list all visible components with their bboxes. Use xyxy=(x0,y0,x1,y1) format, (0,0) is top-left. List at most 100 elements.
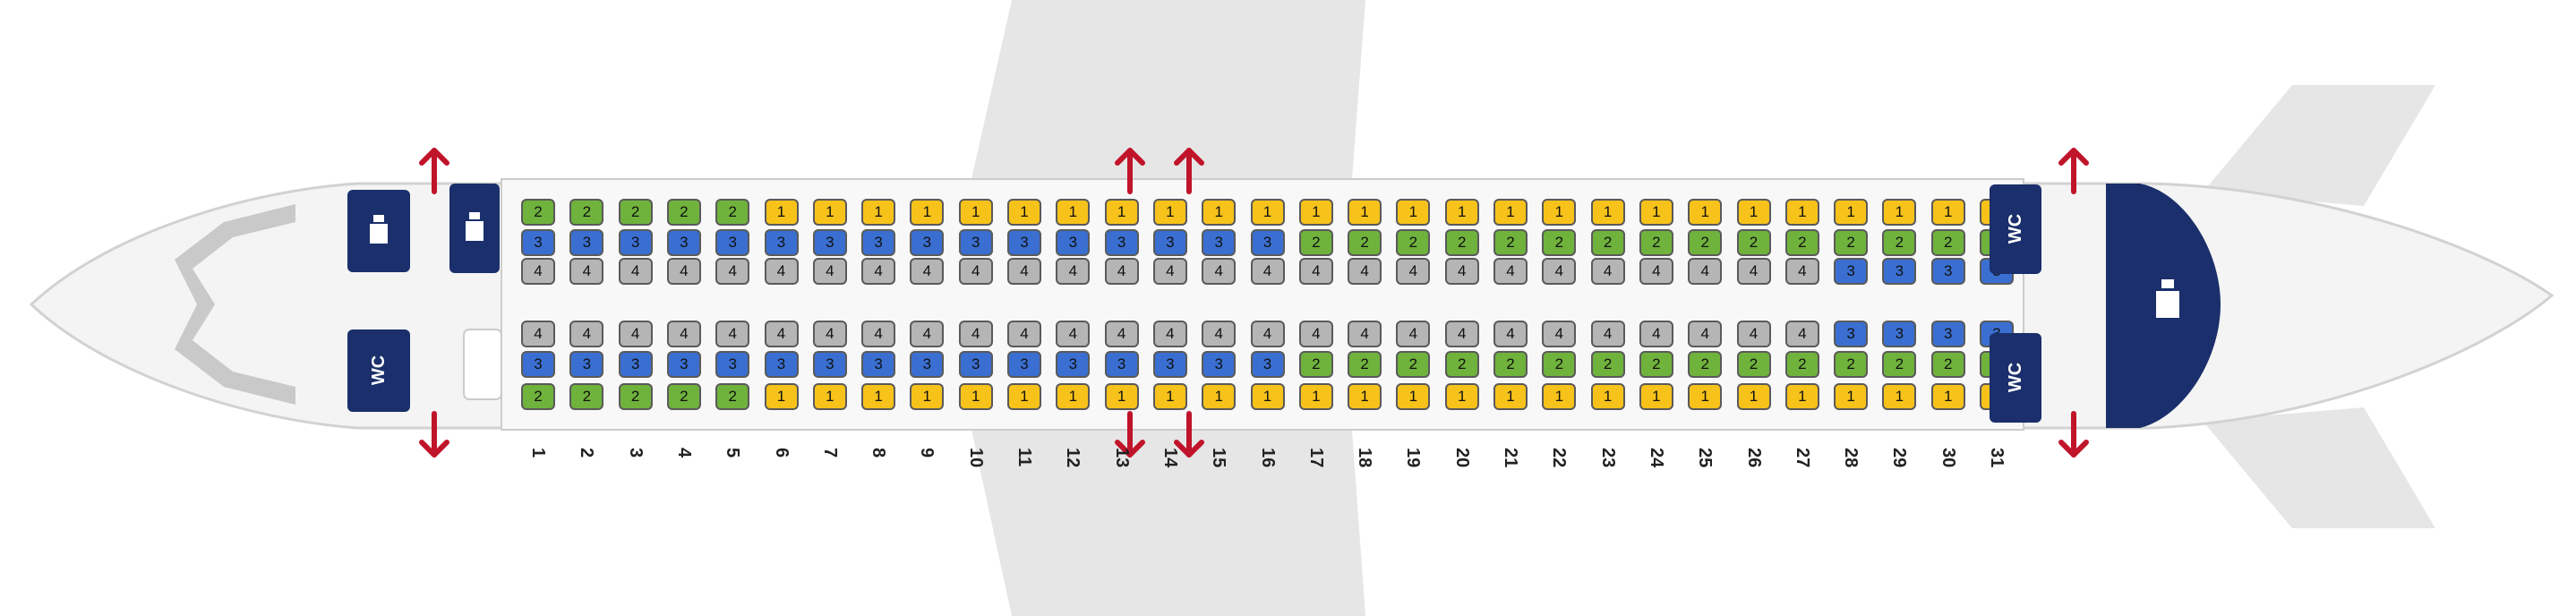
seat-upper-middle-row-27[interactable]: 2 xyxy=(1784,229,1819,256)
seat-upper-middle-row-3[interactable]: 3 xyxy=(618,229,653,256)
seat-upper-window-row-19[interactable]: 1 xyxy=(1396,199,1431,226)
seat-upper-window-row-11[interactable]: 1 xyxy=(1007,199,1041,226)
seat-upper-window-row-4[interactable]: 2 xyxy=(666,199,701,226)
seat-upper-aisle-row-1[interactable]: 4 xyxy=(521,258,555,285)
seat-lower-window-row-28[interactable]: 1 xyxy=(1834,383,1869,410)
seat-upper-middle-row-8[interactable]: 3 xyxy=(861,229,896,256)
seat-lower-window-row-20[interactable]: 1 xyxy=(1444,383,1479,410)
seat-lower-aisle-row-12[interactable]: 4 xyxy=(1056,321,1091,347)
seat-lower-middle-row-13[interactable]: 3 xyxy=(1104,351,1139,378)
seat-upper-window-row-27[interactable]: 1 xyxy=(1784,199,1819,226)
seat-lower-aisle-row-8[interactable]: 4 xyxy=(861,321,896,347)
seat-upper-window-row-25[interactable]: 1 xyxy=(1688,199,1723,226)
seat-upper-window-row-16[interactable]: 1 xyxy=(1250,199,1285,226)
seat-upper-window-row-12[interactable]: 1 xyxy=(1056,199,1091,226)
seat-upper-middle-row-1[interactable]: 3 xyxy=(521,229,555,256)
seat-upper-window-row-20[interactable]: 1 xyxy=(1444,199,1479,226)
seat-upper-aisle-row-18[interactable]: 4 xyxy=(1348,258,1382,285)
seat-lower-aisle-row-3[interactable]: 4 xyxy=(618,321,653,347)
seat-lower-aisle-row-11[interactable]: 4 xyxy=(1007,321,1041,347)
seat-upper-aisle-row-30[interactable]: 3 xyxy=(1930,258,1965,285)
seat-upper-aisle-row-26[interactable]: 4 xyxy=(1736,258,1771,285)
seat-lower-aisle-row-27[interactable]: 4 xyxy=(1784,321,1819,347)
seat-lower-window-row-22[interactable]: 1 xyxy=(1542,383,1577,410)
seat-upper-aisle-row-11[interactable]: 4 xyxy=(1007,258,1041,285)
seat-lower-aisle-row-30[interactable]: 3 xyxy=(1930,321,1965,347)
seat-upper-window-row-9[interactable]: 1 xyxy=(910,199,945,226)
seat-upper-aisle-row-6[interactable]: 4 xyxy=(764,258,799,285)
seat-upper-window-row-10[interactable]: 1 xyxy=(958,199,993,226)
seat-upper-window-row-1[interactable]: 2 xyxy=(521,199,555,226)
seat-lower-middle-row-10[interactable]: 3 xyxy=(958,351,993,378)
seat-upper-middle-row-12[interactable]: 3 xyxy=(1056,229,1091,256)
seat-lower-middle-row-24[interactable]: 2 xyxy=(1639,351,1673,378)
seat-upper-middle-row-21[interactable]: 2 xyxy=(1493,229,1528,256)
seat-lower-window-row-18[interactable]: 1 xyxy=(1348,383,1382,410)
seat-upper-aisle-row-12[interactable]: 4 xyxy=(1056,258,1091,285)
seat-lower-middle-row-1[interactable]: 3 xyxy=(521,351,555,378)
seat-lower-aisle-row-20[interactable]: 4 xyxy=(1444,321,1479,347)
seat-lower-middle-row-15[interactable]: 3 xyxy=(1202,351,1237,378)
seat-upper-middle-row-30[interactable]: 2 xyxy=(1930,229,1965,256)
seat-upper-aisle-row-15[interactable]: 4 xyxy=(1202,258,1237,285)
seat-upper-window-row-3[interactable]: 2 xyxy=(618,199,653,226)
seat-lower-middle-row-30[interactable]: 2 xyxy=(1930,351,1965,378)
seat-upper-middle-row-19[interactable]: 2 xyxy=(1396,229,1431,256)
seat-lower-middle-row-7[interactable]: 3 xyxy=(812,351,847,378)
seat-lower-aisle-row-2[interactable]: 4 xyxy=(569,321,604,347)
seat-lower-aisle-row-25[interactable]: 4 xyxy=(1688,321,1723,347)
seat-upper-aisle-row-14[interactable]: 4 xyxy=(1152,258,1187,285)
seat-upper-aisle-row-3[interactable]: 4 xyxy=(618,258,653,285)
seat-upper-aisle-row-22[interactable]: 4 xyxy=(1542,258,1577,285)
seat-upper-aisle-row-13[interactable]: 4 xyxy=(1104,258,1139,285)
seat-lower-aisle-row-16[interactable]: 4 xyxy=(1250,321,1285,347)
seat-lower-middle-row-28[interactable]: 2 xyxy=(1834,351,1869,378)
seat-upper-middle-row-20[interactable]: 2 xyxy=(1444,229,1479,256)
seat-lower-aisle-row-5[interactable]: 4 xyxy=(715,321,750,347)
seat-upper-window-row-26[interactable]: 1 xyxy=(1736,199,1771,226)
seat-lower-middle-row-11[interactable]: 3 xyxy=(1007,351,1041,378)
seat-upper-aisle-row-28[interactable]: 3 xyxy=(1834,258,1869,285)
seat-lower-window-row-19[interactable]: 1 xyxy=(1396,383,1431,410)
seat-lower-aisle-row-26[interactable]: 4 xyxy=(1736,321,1771,347)
seat-upper-middle-row-13[interactable]: 3 xyxy=(1104,229,1139,256)
seat-lower-middle-row-16[interactable]: 3 xyxy=(1250,351,1285,378)
seat-upper-middle-row-7[interactable]: 3 xyxy=(812,229,847,256)
seat-upper-middle-row-5[interactable]: 3 xyxy=(715,229,750,256)
seat-lower-aisle-row-19[interactable]: 4 xyxy=(1396,321,1431,347)
seat-upper-middle-row-10[interactable]: 3 xyxy=(958,229,993,256)
seat-lower-window-row-5[interactable]: 2 xyxy=(715,383,750,410)
seat-lower-window-row-2[interactable]: 2 xyxy=(569,383,604,410)
seat-lower-aisle-row-29[interactable]: 3 xyxy=(1882,321,1917,347)
seat-lower-middle-row-6[interactable]: 3 xyxy=(764,351,799,378)
seat-lower-middle-row-9[interactable]: 3 xyxy=(910,351,945,378)
seat-upper-window-row-24[interactable]: 1 xyxy=(1639,199,1673,226)
seat-lower-middle-row-3[interactable]: 3 xyxy=(618,351,653,378)
seat-lower-window-row-16[interactable]: 1 xyxy=(1250,383,1285,410)
seat-upper-aisle-row-24[interactable]: 4 xyxy=(1639,258,1673,285)
seat-lower-aisle-row-7[interactable]: 4 xyxy=(812,321,847,347)
seat-upper-middle-row-9[interactable]: 3 xyxy=(910,229,945,256)
seat-lower-window-row-11[interactable]: 1 xyxy=(1007,383,1041,410)
seat-lower-window-row-15[interactable]: 1 xyxy=(1202,383,1237,410)
seat-upper-window-row-18[interactable]: 1 xyxy=(1348,199,1382,226)
seat-upper-middle-row-15[interactable]: 3 xyxy=(1202,229,1237,256)
seat-upper-window-row-17[interactable]: 1 xyxy=(1298,199,1333,226)
seat-upper-aisle-row-4[interactable]: 4 xyxy=(666,258,701,285)
seat-upper-middle-row-16[interactable]: 3 xyxy=(1250,229,1285,256)
seat-lower-middle-row-17[interactable]: 2 xyxy=(1298,351,1333,378)
seat-lower-middle-row-2[interactable]: 3 xyxy=(569,351,604,378)
seat-upper-middle-row-24[interactable]: 2 xyxy=(1639,229,1673,256)
seat-lower-middle-row-23[interactable]: 2 xyxy=(1590,351,1625,378)
seat-upper-window-row-30[interactable]: 1 xyxy=(1930,199,1965,226)
seat-lower-window-row-24[interactable]: 1 xyxy=(1639,383,1673,410)
seat-lower-middle-row-25[interactable]: 2 xyxy=(1688,351,1723,378)
seat-lower-middle-row-8[interactable]: 3 xyxy=(861,351,896,378)
seat-upper-window-row-22[interactable]: 1 xyxy=(1542,199,1577,226)
seat-lower-middle-row-12[interactable]: 3 xyxy=(1056,351,1091,378)
seat-upper-middle-row-26[interactable]: 2 xyxy=(1736,229,1771,256)
seat-lower-window-row-29[interactable]: 1 xyxy=(1882,383,1917,410)
seat-lower-aisle-row-15[interactable]: 4 xyxy=(1202,321,1237,347)
seat-lower-middle-row-14[interactable]: 3 xyxy=(1152,351,1187,378)
seat-lower-window-row-12[interactable]: 1 xyxy=(1056,383,1091,410)
